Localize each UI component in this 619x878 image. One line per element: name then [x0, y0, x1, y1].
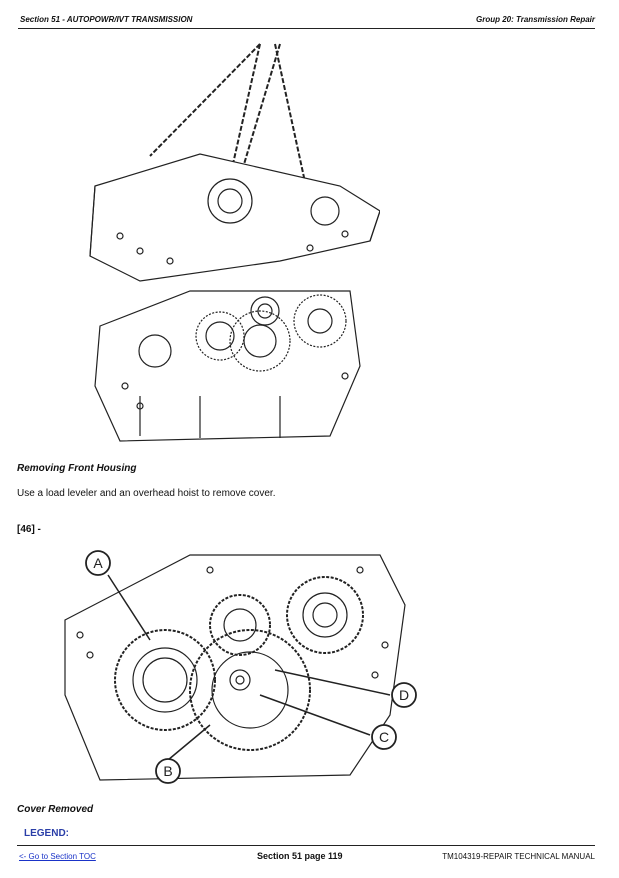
callout-c: C [371, 724, 397, 750]
cover-removed-illustration: A B C D [64, 550, 417, 784]
callout-leader-lines [107, 574, 391, 761]
callout-a: A [85, 550, 111, 576]
housing-outline [64, 554, 406, 781]
figure1-caption: Removing Front Housing [17, 463, 137, 474]
figure2-caption: Cover Removed [17, 804, 94, 815]
page-number: Section 51 page 119 [257, 851, 343, 861]
gear-train [114, 576, 364, 751]
callout-b-label: B [163, 763, 172, 779]
callout-d-label: D [399, 687, 409, 703]
go-to-section-toc-link[interactable]: <- Go to Section TOC [19, 852, 96, 861]
legend-title: LEGEND: [24, 828, 69, 839]
page-footer: <- Go to Section TOC Section 51 page 119… [17, 845, 595, 866]
figure-reference: [46] - [17, 524, 41, 535]
upper-housing [89, 153, 380, 282]
manual-title: TM104319-REPAIR TECHNICAL MANUAL [442, 852, 595, 861]
page-header: Section 51 - AUTOPOWR/IVT TRANSMISSION G… [18, 12, 595, 29]
callout-c-label: C [379, 729, 389, 745]
callout-d: D [391, 682, 417, 708]
callout-a-label: A [93, 555, 103, 571]
instruction-text: Use a load leveler and an overhead hoist… [17, 488, 276, 499]
group-title: Group 20: Transmission Repair [476, 15, 595, 24]
lower-housing [94, 290, 361, 442]
section-title: Section 51 - AUTOPOWR/IVT TRANSMISSION [20, 15, 193, 24]
front-housing-removal-illustration [89, 43, 380, 442]
callout-b: B [155, 758, 181, 784]
